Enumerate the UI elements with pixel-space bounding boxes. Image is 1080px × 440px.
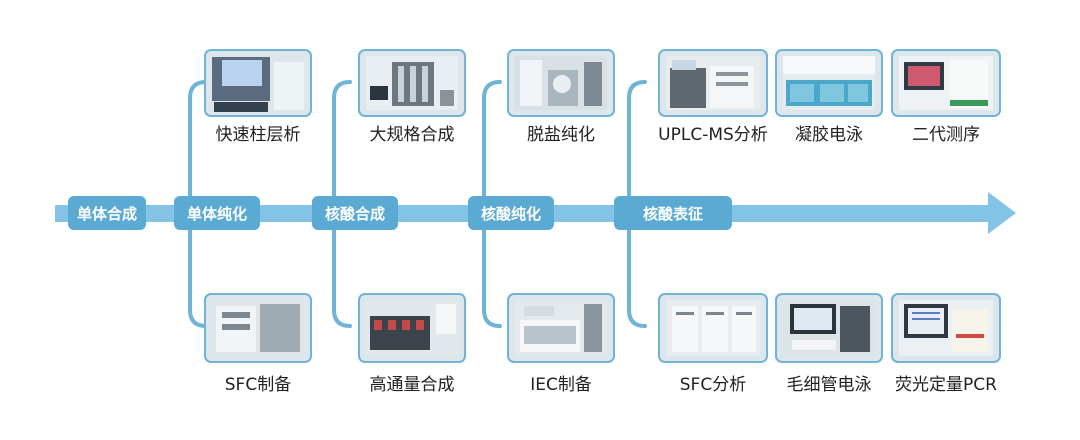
stage-s2: 单体纯化 <box>174 196 260 230</box>
connector-s3-top <box>332 80 352 198</box>
bottom-item-b4: SFC分析 <box>658 293 768 395</box>
item-label: 快速柱层析 <box>216 125 301 145</box>
stage-pill <box>68 196 146 230</box>
top-item-t2: 大规格合成 <box>358 49 466 145</box>
item-label: 脱盐纯化 <box>527 125 595 145</box>
stage-pill <box>614 196 732 230</box>
top-item-t5: 凝胶电泳 <box>775 49 883 145</box>
connector-s5-top <box>627 80 647 198</box>
connectors <box>188 80 647 328</box>
item-label: 毛细管电泳 <box>787 375 872 395</box>
stage-label: 核酸纯化 <box>481 205 541 223</box>
stage-label: 核酸合成 <box>325 205 385 223</box>
stage-pill <box>468 196 554 230</box>
top-item-t3: 脱盐纯化 <box>507 49 615 145</box>
item-label: IEC制备 <box>530 375 592 395</box>
item-label: 二代测序 <box>912 125 980 145</box>
item-label: 凝胶电泳 <box>795 125 863 145</box>
top-item-t1: 快速柱层析 <box>204 49 312 145</box>
item-label: SFC分析 <box>680 375 746 395</box>
top-item-t4: UPLC-MS分析 <box>658 49 768 145</box>
stage-s4: 核酸纯化 <box>468 196 554 230</box>
item-label: SFC制备 <box>225 375 291 395</box>
connector-s2-top <box>188 80 208 198</box>
connector-s3-bottom <box>332 228 352 328</box>
bottom-item-b1: SFC制备 <box>204 293 312 395</box>
bottom-item-b6: 荧光定量PCR <box>891 293 1001 395</box>
connector-s4-bottom <box>482 228 502 328</box>
stage-label: 单体纯化 <box>187 205 247 223</box>
stage-label: 核酸表征 <box>643 205 703 223</box>
stage-s1: 单体合成 <box>68 196 146 230</box>
connector-s4-top <box>482 80 502 198</box>
connector-s5-bottom <box>627 228 647 328</box>
bottom-item-b5: 毛细管电泳 <box>775 293 883 395</box>
connector-s2-bottom <box>188 228 208 328</box>
item-label: 高通量合成 <box>370 375 455 395</box>
timeline-arrowhead <box>988 192 1016 234</box>
stage-s3: 核酸合成 <box>312 196 398 230</box>
item-label: 大规格合成 <box>370 125 455 145</box>
item-label: 荧光定量PCR <box>895 375 997 395</box>
stage-label: 单体合成 <box>77 205 137 223</box>
stage-s5: 核酸表征 <box>614 196 732 230</box>
item-label: UPLC-MS分析 <box>658 125 768 145</box>
stage-pill <box>312 196 398 230</box>
bottom-item-b3: IEC制备 <box>507 293 615 395</box>
top-item-t6: 二代测序 <box>891 49 1001 145</box>
stage-pill <box>174 196 260 230</box>
bottom-item-b2: 高通量合成 <box>358 293 466 395</box>
